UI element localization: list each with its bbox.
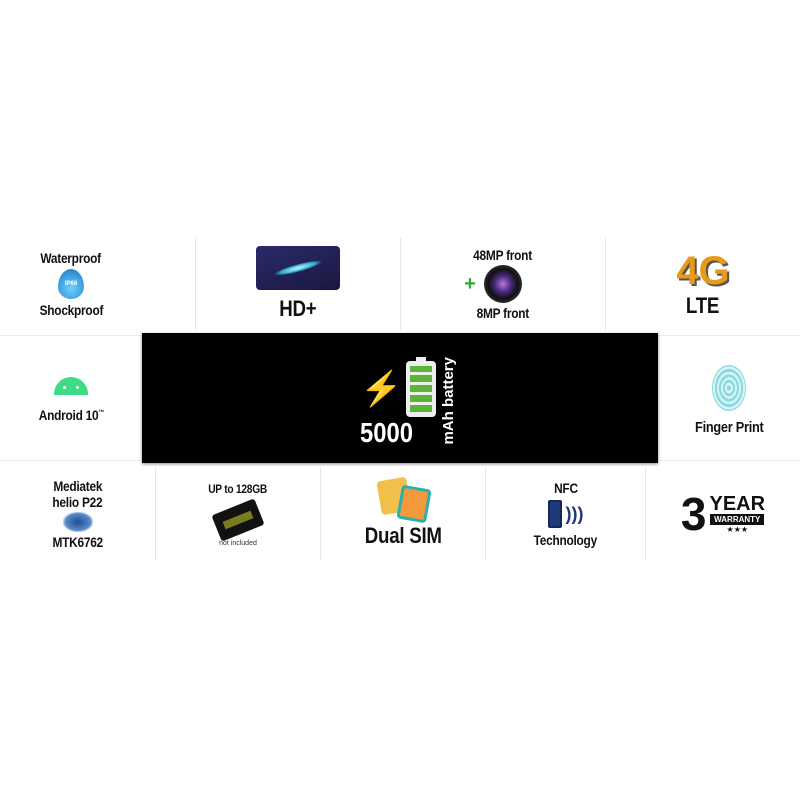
battery-unit: mAh battery <box>440 357 458 445</box>
waterproof-label: Waterproof <box>40 250 102 266</box>
screen-icon <box>256 246 340 290</box>
fingerprint-icon <box>712 364 746 411</box>
sim-cards-icon <box>373 476 433 524</box>
sd-card-icon <box>211 497 265 542</box>
feature-lte: 4G LTE <box>606 238 800 330</box>
mediatek-label: Mediatek <box>53 478 102 494</box>
android-label: Android 10 <box>38 407 98 423</box>
battery-capacity: 5000 <box>360 416 413 448</box>
battery-banner: ⚡ 5000 mAh battery <box>142 333 658 463</box>
lte-label: LTE <box>686 293 720 318</box>
4g-logo-icon: 4G <box>676 249 730 293</box>
camera-front-label: 48MP front <box>473 247 533 263</box>
fingerprint-label: Finger Print <box>694 418 764 436</box>
hd-label: HD+ <box>279 296 317 321</box>
water-drop-icon: IP68 <box>58 269 84 299</box>
warranty-year: YEAR <box>709 493 766 515</box>
nfc-label: NFC <box>553 480 578 496</box>
mtk-label: MTK6762 <box>52 534 103 550</box>
feature-warranty: 3 YEAR WARRANTY ★★★ <box>646 468 800 560</box>
camera-8mp-label: 8MP front <box>476 305 530 321</box>
storage-label: UP to 128GB <box>208 481 268 496</box>
shockproof-label: Shockproof <box>39 302 103 318</box>
technology-label: Technology <box>533 532 598 548</box>
warranty-word: WARRANTY <box>710 514 765 525</box>
android-icon <box>54 377 88 395</box>
helio-label: helio P22 <box>52 494 103 510</box>
feature-fingerprint: Finger Print <box>658 345 800 455</box>
chip-icon <box>62 512 93 532</box>
trademark: ™ <box>97 409 104 417</box>
warranty-number: 3 <box>680 488 707 540</box>
dual-sim-label: Dual SIM <box>364 523 442 548</box>
warranty-stars: ★★★ <box>726 525 749 534</box>
feature-nfc: NFC ))) Technology <box>486 468 645 560</box>
feature-waterproof: Waterproof IP68 Shockproof <box>0 238 142 330</box>
not-included-label: not included <box>219 539 257 547</box>
feature-hd: HD+ <box>196 238 400 330</box>
feature-processor: Mediatek helio P22 MTK6762 <box>0 468 155 560</box>
feature-camera: 48MP front + 8MP front <box>401 238 605 330</box>
camera-lens-icon <box>483 265 522 303</box>
battery-icon <box>406 356 437 417</box>
ip-badge: IP68 <box>64 281 78 287</box>
feature-android: Android 10™ <box>0 345 142 455</box>
plus-label: + <box>464 272 476 295</box>
feature-storage: UP to 128GB not included <box>156 468 320 560</box>
lightning-bolt-icon: ⚡ <box>360 369 403 408</box>
feature-dual-sim: Dual SIM <box>321 468 485 560</box>
nfc-phone-icon: ))) <box>547 500 583 528</box>
